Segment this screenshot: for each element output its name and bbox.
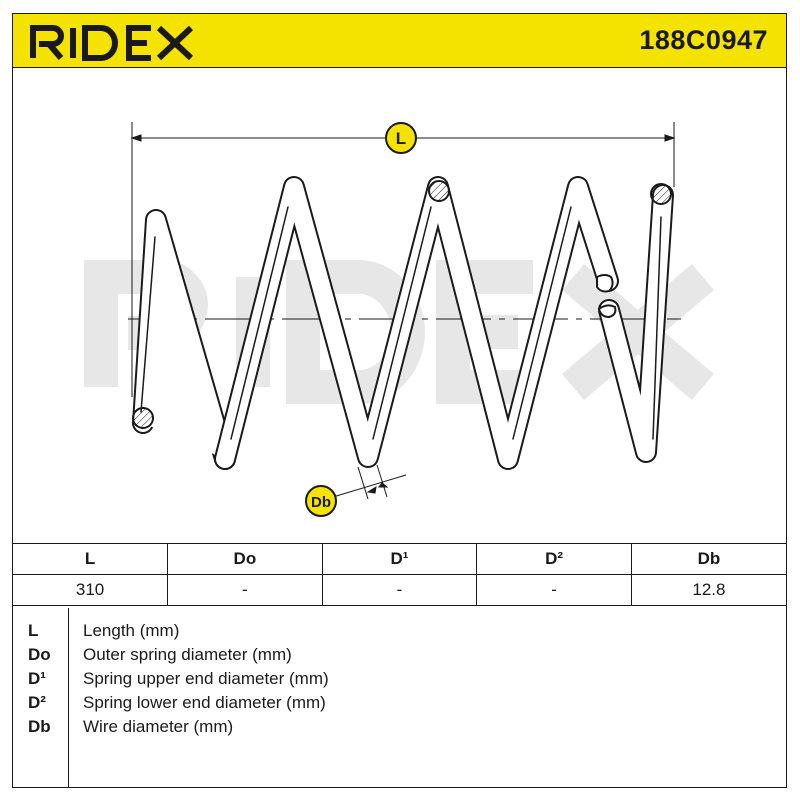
table-row: 310 - - - 12.8 bbox=[13, 574, 786, 606]
wire-dimension bbox=[332, 464, 407, 500]
table-cell: - bbox=[321, 574, 478, 606]
legend-desc: Spring upper end diameter (mm) bbox=[83, 669, 329, 688]
table-cell: 310 bbox=[13, 574, 169, 606]
table-cell: - bbox=[167, 574, 323, 606]
legend-key: D¹ bbox=[28, 669, 46, 688]
length-marker: L bbox=[385, 122, 417, 154]
legend-desc: Outer spring diameter (mm) bbox=[83, 645, 292, 664]
legend-key: L bbox=[28, 621, 39, 640]
article-code: 188C0947 bbox=[639, 25, 768, 55]
legend-key: Do bbox=[28, 645, 51, 664]
legend-divider bbox=[68, 608, 69, 787]
table-header-row: L Do D¹ D² Db bbox=[13, 543, 786, 575]
legend-key: Db bbox=[28, 717, 51, 736]
header-bar: 188C0947 bbox=[13, 14, 786, 68]
length-dimension bbox=[130, 122, 676, 397]
legend-desc: Spring lower end diameter (mm) bbox=[83, 693, 326, 712]
legend-key: D² bbox=[28, 693, 46, 712]
ridex-logo bbox=[30, 25, 194, 61]
legend-desc: Length (mm) bbox=[83, 621, 180, 640]
table-header: Db bbox=[630, 543, 786, 575]
coil-break bbox=[596, 274, 617, 319]
table-header: Do bbox=[167, 543, 323, 575]
product-sheet: 188C0947 bbox=[12, 13, 787, 788]
table-header: D¹ bbox=[321, 543, 478, 575]
legend-desc: Wire diameter (mm) bbox=[83, 717, 234, 736]
wire-marker: Db bbox=[305, 485, 337, 517]
legend: L Length (mm) Do Outer spring diameter (… bbox=[13, 608, 786, 787]
dimension-table: L Do D¹ D² Db 310 - - - 12.8 bbox=[13, 543, 786, 606]
table-header: L bbox=[13, 543, 169, 575]
spring-coils bbox=[132, 176, 674, 470]
table-cell: 12.8 bbox=[630, 574, 786, 606]
wire-marker-label: Db bbox=[311, 494, 331, 511]
length-marker-label: L bbox=[396, 129, 406, 148]
table-cell: - bbox=[476, 574, 632, 606]
wire-sections bbox=[132, 180, 672, 429]
table-header: D² bbox=[476, 543, 632, 575]
spring-drawing: L Db bbox=[84, 122, 714, 517]
